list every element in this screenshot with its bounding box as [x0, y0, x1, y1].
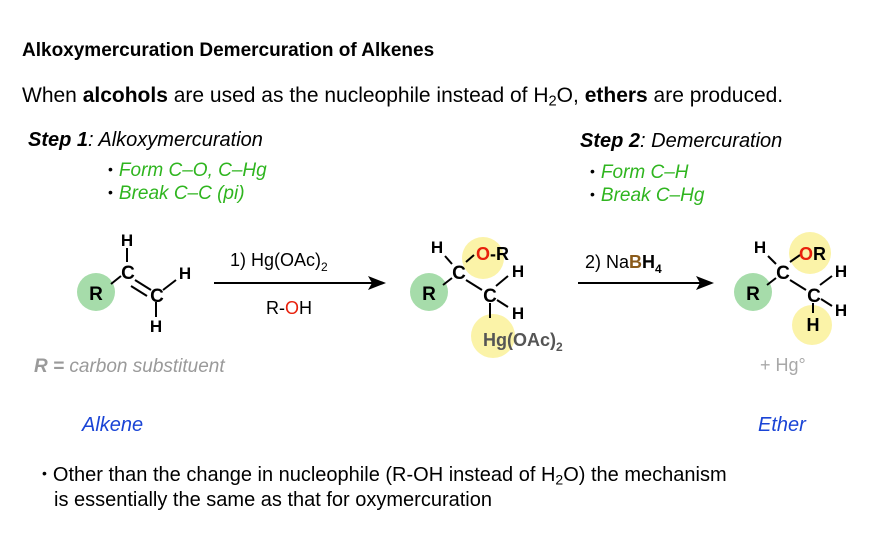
r-group-highlight-3 — [734, 273, 772, 311]
alkene-h-bottom: H — [150, 317, 162, 336]
alkene-label: Alkene — [82, 414, 144, 436]
step2-heading: Step 2: Demercuration — [580, 130, 783, 152]
intermediate-h-1: H — [431, 238, 443, 257]
ether-structure: R H C OR C H H H — [734, 232, 847, 345]
alkene-structure: R H C C H H — [77, 231, 191, 336]
r-group-highlight — [77, 273, 115, 311]
alkene-c1: C — [121, 263, 135, 284]
step1-bullet-1: •Form C–O, C–Hg — [108, 160, 267, 181]
ether-c2: C — [807, 286, 821, 307]
step2-bullet-1: •Form C–H — [590, 162, 689, 183]
hg-highlight — [471, 314, 515, 358]
alkene-r: R — [89, 284, 103, 305]
intermediate-r: R — [422, 284, 436, 305]
reaction-arrow-2: 2) NaBH4 — [578, 252, 714, 290]
ether-h-new: H — [807, 315, 820, 335]
o-highlight-2 — [789, 232, 831, 274]
ether-or: OR — [799, 244, 826, 264]
step2-bullet-2: •Break C–Hg — [590, 185, 705, 206]
reagent1-line1: 1) Hg(OAc)2 — [230, 250, 328, 274]
ether-h-3: H — [835, 301, 847, 320]
step1-bullet-2: •Break C–C (pi) — [108, 183, 245, 204]
r-group-highlight-2 — [410, 273, 448, 311]
intermediate-h-3: H — [512, 304, 524, 323]
reagent2: 2) NaBH4 — [585, 252, 662, 276]
reagent1-line2: R-OH — [266, 298, 312, 318]
alkene-c2: C — [150, 286, 164, 307]
ether-c1: C — [776, 263, 790, 284]
page-title: Alkoxymercuration Demercuration of Alken… — [22, 40, 435, 61]
mercury-byproduct: + Hg° — [760, 355, 806, 375]
reaction-arrow-1: 1) Hg(OAc)2 R-OH — [214, 250, 386, 318]
h-highlight — [792, 305, 832, 345]
alkene-h-right: H — [179, 264, 191, 283]
alkene-h-top: H — [121, 231, 133, 250]
intermediate-c1: C — [452, 263, 466, 284]
ether-h-1: H — [754, 238, 766, 257]
intermediate-or: O-R — [476, 244, 509, 264]
ether-label: Ether — [758, 414, 806, 436]
ether-r: R — [746, 284, 760, 305]
footer-note: •Other than the change in nucleophile (R… — [42, 464, 727, 511]
step1-heading: Step 1: Alkoxymercuration — [28, 129, 263, 151]
intermediate-structure: R H C O-R C H H Hg(OAc)2 — [410, 237, 563, 358]
ether-h-2: H — [835, 262, 847, 281]
intermediate-h-2: H — [512, 262, 524, 281]
intermediate-c2: C — [483, 286, 497, 307]
intro-text: When alcohols are used as the nucleophil… — [22, 84, 784, 110]
o-highlight — [462, 237, 504, 279]
intermediate-hgoac: Hg(OAc)2 — [483, 330, 563, 354]
r-group-note: R = carbon substituent — [34, 356, 225, 377]
